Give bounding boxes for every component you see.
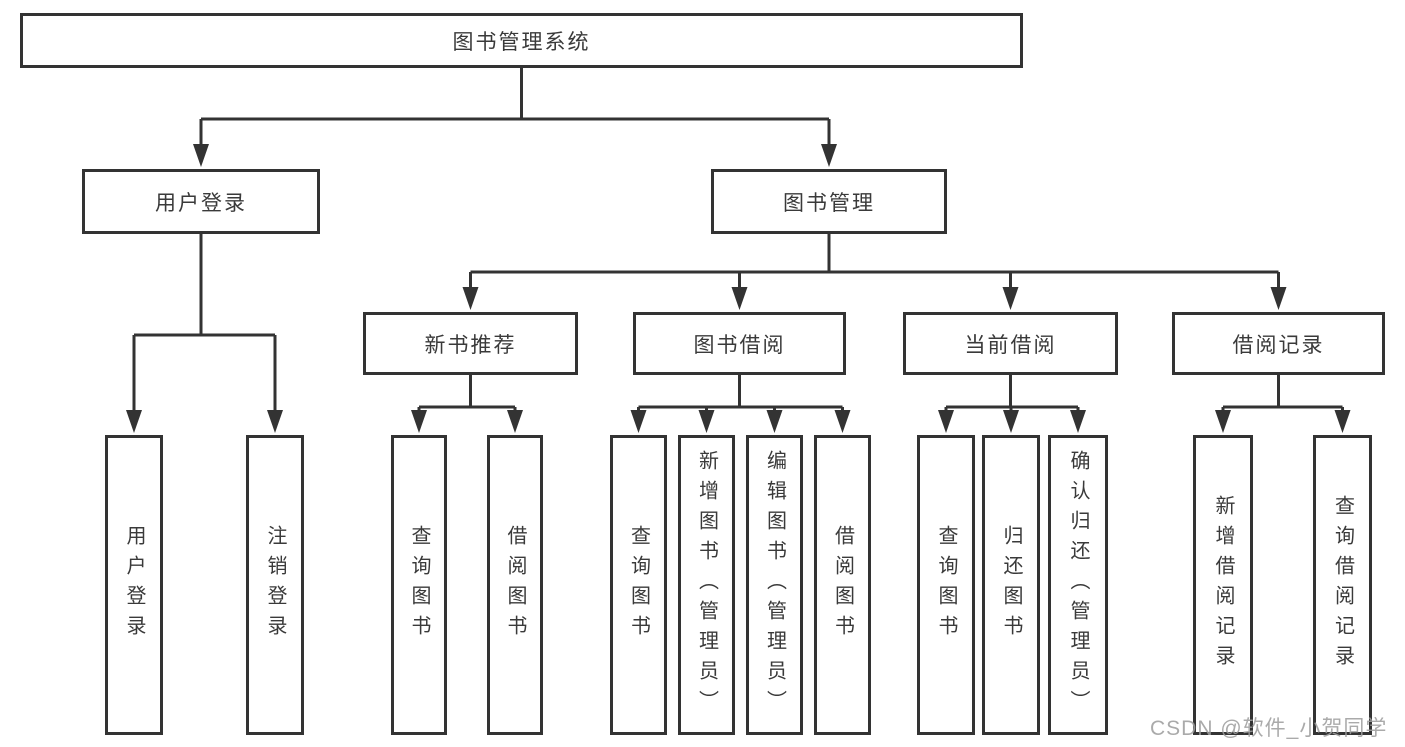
arrow-icon — [1270, 287, 1287, 310]
node-user-login: 用户登录 — [82, 169, 320, 234]
arrow-icon — [698, 410, 715, 433]
leaf-borrow-books-recommend: 借阅图书 — [487, 435, 543, 735]
watermark-csdn: CSDN @软件_小贺同学 — [1150, 717, 1388, 740]
node-borrowing-records: 借阅记录 — [1172, 312, 1385, 375]
leaf-confirm-return-admin: 确认归还（管理员） — [1048, 435, 1108, 735]
arrow-icon — [1003, 410, 1019, 433]
arrow-icon — [834, 410, 851, 433]
arrow-icon — [507, 410, 523, 433]
leaf-query-books-borrowing: 查询图书 — [610, 435, 667, 735]
leaf-query-books-current: 查询图书 — [917, 435, 975, 735]
arrow-icon — [462, 287, 479, 310]
edge-book-management-to-level3 — [469, 233, 1280, 293]
leaf-logout: 注销登录 — [246, 435, 304, 735]
leaf-add-borrow-record: 新增借阅记录 — [1193, 435, 1253, 735]
node-book-borrowing: 图书借阅 — [633, 312, 846, 375]
arrow-icon — [411, 410, 427, 433]
node-book-management: 图书管理 — [711, 169, 947, 234]
arrow-icon — [938, 410, 954, 433]
leaf-add-book-admin: 新增图书（管理员） — [678, 435, 735, 735]
arrow-icon — [1334, 410, 1351, 433]
edge-root-to-level2 — [199, 68, 831, 150]
arrow-icon — [267, 410, 283, 433]
leaf-edit-book-admin: 编辑图书（管理员） — [746, 435, 803, 735]
node-current-borrowing: 当前借阅 — [903, 312, 1118, 375]
leaf-user-login: 用户登录 — [105, 435, 163, 735]
edge-book-borrowing-to-leaves — [637, 375, 844, 418]
leaf-return-book: 归还图书 — [982, 435, 1040, 735]
edge-borrowing-records-to-leaves — [1221, 375, 1344, 418]
arrow-icon — [766, 410, 783, 433]
arrow-icon — [731, 287, 748, 310]
leaf-query-borrow-record: 查询借阅记录 — [1313, 435, 1372, 735]
arrow-icon — [821, 144, 837, 167]
arrowheads — [126, 144, 1351, 433]
arrow-icon — [1002, 287, 1019, 310]
leaf-query-books-recommend: 查询图书 — [391, 435, 447, 735]
node-library-management-system: 图书管理系统 — [20, 13, 1023, 68]
arrow-icon — [1215, 410, 1231, 433]
arrow-icon — [630, 410, 647, 433]
node-new-book-recommendation: 新书推荐 — [363, 312, 578, 375]
arrow-icon — [193, 144, 209, 167]
edge-user-login-to-leaves — [132, 234, 277, 416]
edge-new-book-recommendation-to-leaves — [417, 375, 517, 418]
arrow-icon — [1070, 410, 1086, 433]
arrow-icon — [126, 410, 142, 433]
leaf-borrow-books-borrowing: 借阅图书 — [814, 435, 871, 735]
